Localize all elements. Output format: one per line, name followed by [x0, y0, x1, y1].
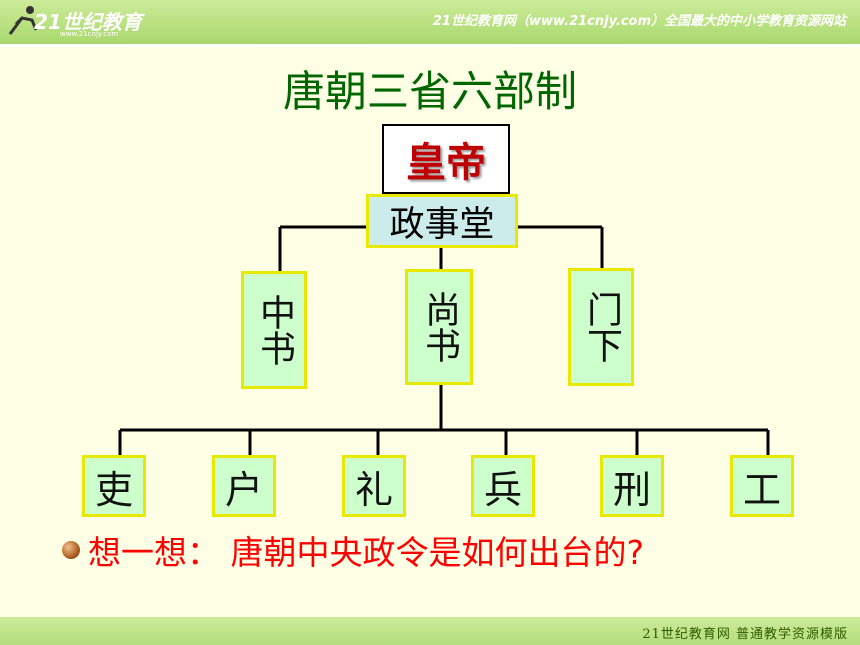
ministry-li-rites: 礼 [342, 455, 406, 517]
header-site-text: 21世纪教育网（www.21cnjy.com）全国最大的中小学教育资源网站 [432, 14, 846, 29]
logo-icon [8, 6, 38, 35]
page-title: 唐朝三省六部制 [282, 67, 577, 116]
emperor-box: 皇帝 [382, 124, 510, 194]
council-box: 政事堂 [366, 194, 518, 248]
dept-zhongshu: 中书 [241, 271, 307, 389]
ministry-gong-works: 工 [730, 455, 794, 517]
logo-url: www.21cnjy.com [60, 30, 119, 38]
logo-text: 21世纪教育 [34, 10, 142, 34]
bullet-icon [62, 541, 80, 559]
footer-text: 21世纪教育网 普通教学资源模版 [642, 627, 848, 642]
footer-banner: 21世纪教育网 普通教学资源模版 [0, 617, 860, 645]
ministry-xing-justice: 刑 [600, 455, 664, 517]
dept-shangshu: 尚书 [405, 269, 473, 385]
ministry-bing-war: 兵 [471, 455, 535, 517]
header-divider [0, 44, 860, 47]
question-row: 想一想： 唐朝中央政令是如何出台的? [62, 528, 644, 572]
dept-menxia: 门下 [568, 268, 634, 386]
header-banner: 21世纪教育 www.21cnjy.com 21世纪教育网（www.21cnjy… [0, 0, 860, 44]
question-text: 想一想： 唐朝中央政令是如何出台的? [88, 533, 645, 572]
ministry-li-personnel: 吏 [82, 455, 146, 517]
ministry-hu-revenue: 户 [212, 455, 276, 517]
